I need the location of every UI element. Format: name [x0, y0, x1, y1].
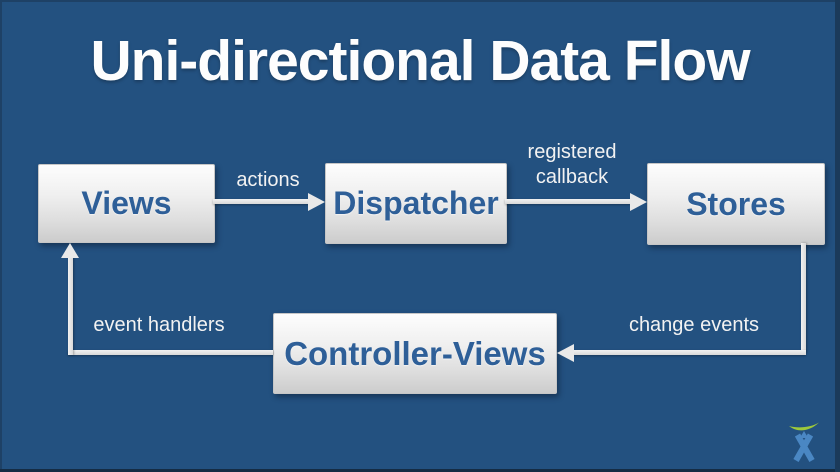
node-dispatcher-label: Dispatcher: [333, 185, 499, 221]
logo-arc-icon: [789, 422, 819, 431]
slide-title: Uni-directional Data Flow: [90, 29, 750, 93]
arrow-controller-to-views-line: [68, 256, 73, 355]
edge-label-registered-callback: registered callback: [527, 141, 617, 188]
arrow-up-icon: [61, 243, 79, 258]
arrow-stores-down-line: [801, 243, 806, 353]
node-controller-views-label: Controller-Views: [284, 334, 546, 372]
node-controller-views: Controller-Views: [273, 313, 557, 394]
logo-figure-stroke2-icon: [793, 433, 814, 462]
arrow-controller-left-line: [68, 350, 273, 355]
node-views: Views: [38, 164, 215, 243]
arrow-dispatcher-to-stores-line: [505, 199, 631, 204]
arrow-right-icon: [630, 193, 647, 211]
node-stores: Stores: [647, 163, 825, 245]
edge-label-event-handlers: event handlers: [93, 314, 225, 336]
arrow-left-icon: [557, 344, 574, 362]
arrow-stores-to-controller-line: [572, 350, 806, 355]
node-views-label: Views: [81, 185, 172, 221]
logo-head-icon: [799, 431, 809, 438]
atlassian-logo: [789, 422, 819, 462]
edge-label-change-events: change events: [628, 314, 760, 336]
arrow-right-icon: [308, 193, 325, 211]
edge-label-actions: actions: [236, 169, 300, 191]
node-stores-label: Stores: [686, 185, 786, 222]
arrow-views-to-dispatcher-line: [213, 199, 309, 204]
node-dispatcher: Dispatcher: [325, 163, 507, 244]
